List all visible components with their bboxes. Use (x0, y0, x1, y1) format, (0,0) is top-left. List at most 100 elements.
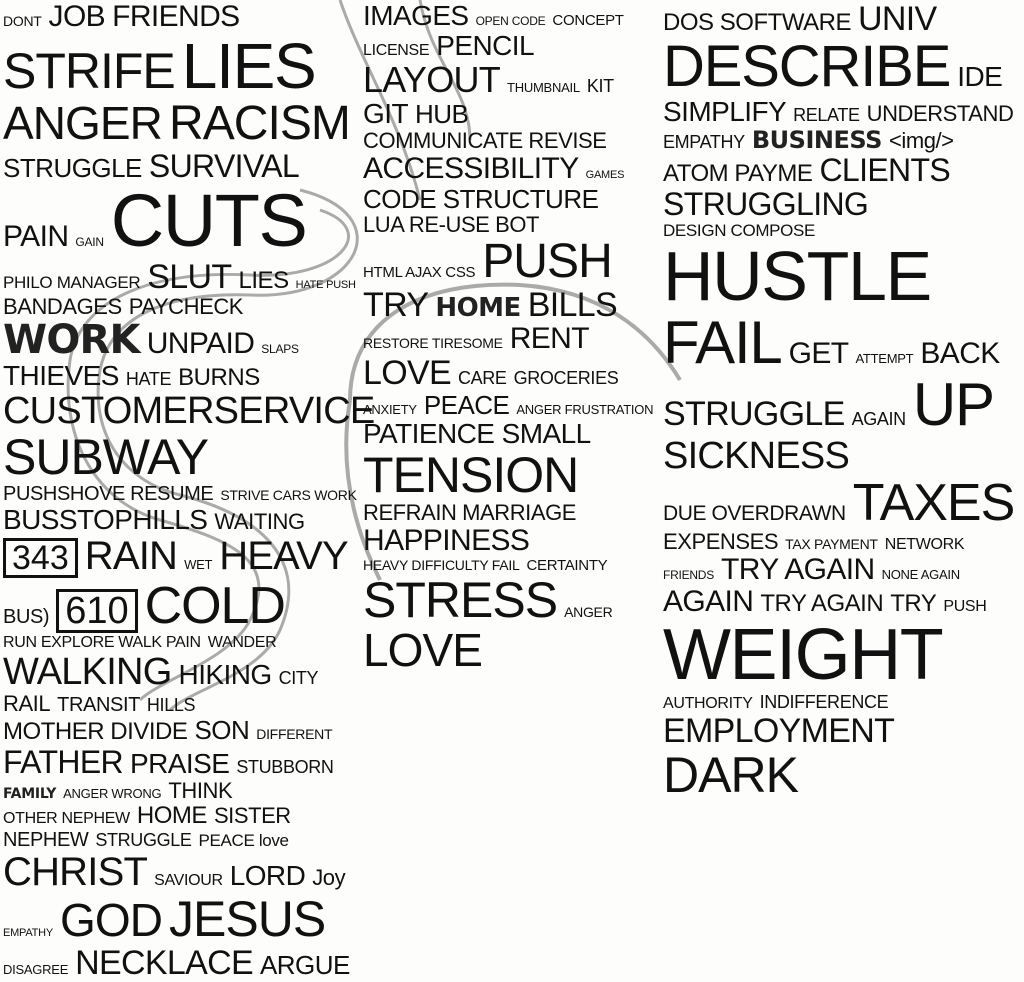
word: WANDER (207, 634, 277, 651)
word: TAXES (852, 474, 1015, 532)
word: OTHER NEPHEW (3, 810, 130, 827)
word: RESTORE TIRESOME (363, 335, 503, 351)
word: BANDAGES (3, 294, 122, 319)
word: BILLS (527, 286, 618, 324)
word: HEAVY DIFFICULTY FAIL (363, 557, 520, 573)
word: LICENSE (363, 42, 430, 59)
word: RUN EXPLORE WALK PAIN (3, 634, 201, 651)
word: KIT (586, 76, 614, 96)
word: CARE (458, 368, 507, 388)
word: GOD (60, 894, 163, 946)
word: ATOM PAYME (663, 160, 813, 187)
word: WALKING (3, 651, 172, 693)
word: STRUGGLE (663, 395, 845, 433)
word-art-left: DONT JOB FRIENDS STRIFE LIES ANGER RACIS… (0, 0, 375, 982)
word: REFRAIN MARRIAGE (363, 500, 576, 525)
word: ACCESSIBILITY (363, 152, 579, 185)
word: DOS SOFTWARE (663, 9, 852, 36)
word: ANGER WRONG (63, 786, 162, 801)
word: DESIGN COMPOSE (663, 221, 816, 240)
word: IDE (957, 61, 1003, 92)
word: HUB (414, 99, 469, 129)
word: LIES (238, 267, 289, 294)
word: DESCRIBE (663, 34, 951, 99)
word: PUSHSHOVE RESUME (3, 483, 214, 505)
word: PAYCHECK (128, 294, 244, 319)
word: DUE OVERDRAWN (663, 502, 846, 525)
word: HATE PUSH (295, 279, 356, 291)
word: SLUT (147, 258, 232, 296)
word: STUBBORN (236, 757, 334, 777)
word: LUA RE-USE BOT (363, 212, 539, 237)
word: WEIGHT (663, 615, 944, 695)
word: HAPPINESS (363, 524, 530, 557)
word: OPEN CODE (475, 14, 546, 28)
word: DONT (3, 13, 42, 29)
word: HOME (136, 802, 208, 829)
word: NETWORK (884, 536, 965, 553)
word: WET (184, 557, 213, 572)
word: WAITING (214, 509, 305, 534)
word: AGAIN (663, 585, 754, 618)
word: COMMUNICATE REVISE (363, 128, 607, 153)
word: PHILO MANAGER (3, 273, 141, 292)
word: <img/> (888, 128, 954, 153)
word: UNPAID (146, 327, 255, 360)
word: PATIENCE SMALL (363, 418, 591, 449)
word: UNIV (858, 0, 937, 38)
word: CODE STRUCTURE (363, 184, 599, 214)
word: JESUS (169, 891, 326, 947)
word-art-middle: IMAGES OPEN CODE CONCEPT LICENSE PENCIL … (360, 0, 660, 675)
word: HEAVY (219, 534, 348, 578)
word: HUSTLE (663, 237, 932, 315)
word: BURNS (178, 364, 260, 391)
word: INDIFFERENCE (759, 692, 889, 712)
word: CLIENTS (819, 152, 951, 188)
word: SON (194, 715, 250, 745)
word: SISTER (213, 803, 291, 828)
word: EXPENSES (663, 529, 779, 554)
word: AUTHORITY (663, 695, 753, 712)
word: PAIN (3, 220, 69, 253)
word: UP (912, 371, 995, 438)
arm-outline (338, 0, 472, 201)
word: FRIENDS (663, 568, 714, 582)
word: THUMBNAIL (507, 80, 580, 95)
word: TRY (363, 286, 429, 324)
word: TENSION (363, 447, 579, 503)
word: GIT (363, 98, 409, 129)
word: FAMILY (3, 786, 57, 802)
word: ANGER FRUSTRATION (516, 402, 654, 417)
word: BUSINESS (751, 126, 883, 154)
word: FATHER (3, 744, 124, 780)
word: RACISM (168, 97, 351, 150)
word: TRY AGAIN (721, 553, 875, 586)
word: ANGER (564, 604, 613, 620)
word: HILLS (146, 695, 196, 715)
word: DISAGREE (3, 962, 69, 977)
word: PRAISE (130, 748, 230, 779)
word: STRESS (363, 572, 558, 628)
road (66, 208, 351, 702)
word: ATTEMPT (855, 351, 914, 366)
word: IMAGES (363, 0, 469, 31)
word: HATE (125, 369, 172, 389)
word: EMPLOYMENT (663, 712, 895, 750)
word: RELATE (793, 105, 860, 125)
word: GET (788, 337, 849, 370)
word: HOME (435, 293, 521, 323)
word: NONE AGAIN (881, 567, 961, 582)
word: ANXIETY (363, 402, 417, 417)
word: CONCEPT (552, 12, 624, 29)
word: EMPATHY (663, 132, 745, 152)
word: RAIL (3, 691, 51, 716)
word: LOVE (363, 354, 452, 392)
word: THINK (168, 778, 233, 803)
word: PENCIL (436, 30, 535, 61)
word: PUSH (482, 235, 612, 288)
word: MOTHER DIVIDE (3, 718, 188, 745)
word: SLAPS (261, 342, 299, 356)
word: RENT (509, 322, 590, 355)
word: EMPATHY (3, 927, 54, 939)
word: TAX PAYMENT (785, 536, 878, 552)
